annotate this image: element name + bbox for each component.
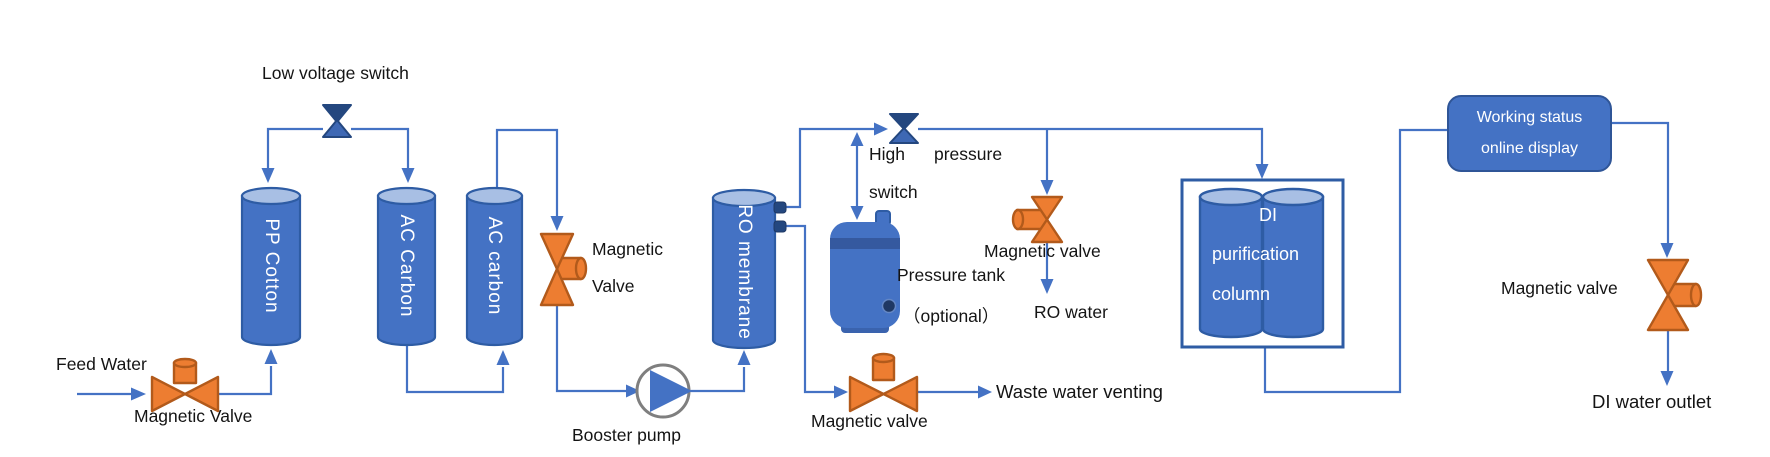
- ac-carbon-2-label: AC carbon: [484, 216, 505, 316]
- ac-carbon-column-2: [465, 186, 524, 347]
- tank-drain-port: [881, 298, 897, 314]
- feed-magnetic-valve: [150, 357, 220, 413]
- di-column-label-line2: purification: [1212, 244, 1300, 264]
- waste-water-venting-label: Waste water venting: [996, 381, 1163, 402]
- di-column-label-line1: DI: [1259, 205, 1277, 225]
- arrow-di-outlet: [1660, 371, 1674, 386]
- feed-valve-label: Magnetic Valve: [134, 406, 253, 426]
- ro-bottom-port: [773, 220, 787, 233]
- pipe-low-voltage-right: [351, 127, 410, 170]
- working-status-display: Working status online display: [1447, 95, 1612, 172]
- arrow-into-hp-switch: [874, 122, 888, 136]
- arrow-into-ro-valve: [1040, 180, 1054, 195]
- pressure-tank-label: Pressure tank: [897, 265, 1005, 285]
- booster-pump: [635, 363, 692, 419]
- pipe-display-to-outlet-valve: [1612, 121, 1670, 245]
- arrow-into-waste-valve: [834, 385, 848, 399]
- pipe-di-box-to-display: [1263, 128, 1447, 394]
- working-status-line1: Working status: [1476, 109, 1583, 127]
- arrow-ro-water: [1040, 279, 1054, 294]
- tank-band: [830, 238, 900, 249]
- arrow-into-pump: [626, 384, 640, 398]
- arrow-into-ac2: [496, 350, 510, 365]
- high-pressure-label-word3: switch: [869, 182, 918, 202]
- pipes: [77, 121, 1670, 396]
- arrowheads: [131, 122, 1674, 401]
- pipe-ro-port-to-hp-switch: [786, 127, 874, 209]
- ro-membrane-label: RO membrane: [734, 204, 755, 340]
- boost-valve-label-line1: Magnetic: [592, 239, 664, 259]
- pipe-ac1-to-ac2: [405, 345, 505, 394]
- boost-magnetic-valve: [539, 232, 588, 307]
- ro-top-port: [773, 201, 787, 214]
- pump-impeller-icon: [650, 370, 692, 412]
- arrow-tank-up: [850, 132, 864, 146]
- pp-cotton-label: PP Cotton: [261, 218, 282, 314]
- low-voltage-switch-valve: [322, 104, 352, 138]
- ac-carbon-1-label: AC Carbon: [396, 214, 417, 318]
- high-pressure-label-word2: pressure: [934, 144, 1003, 164]
- outlet-valve-label: Magnetic valve: [1501, 278, 1618, 298]
- feed-water-label: Feed Water: [56, 354, 147, 374]
- arrow-tank-down: [850, 206, 864, 220]
- working-status-line2: online display: [1481, 139, 1578, 157]
- di-column-label-line3: column: [1212, 284, 1271, 304]
- boost-valve-label-line2: Valve: [592, 276, 635, 296]
- pipe-ro-port-to-waste-valve: [786, 224, 836, 394]
- di-cylinder-right: [1261, 187, 1325, 339]
- arrow-into-di-box: [1255, 164, 1269, 179]
- high-pressure-switch-valve: [889, 113, 919, 144]
- ro-membrane-column: [711, 188, 787, 350]
- arrow-into-pp: [264, 349, 278, 364]
- arrow-feed: [131, 387, 146, 401]
- ro-water-label: RO water: [1034, 302, 1108, 322]
- pipe-hp-switch-to-di-box: [918, 127, 1264, 166]
- di-cylinder-left: [1198, 187, 1264, 339]
- high-pressure-label-word1: High: [869, 144, 905, 164]
- low-voltage-switch-label: Low voltage switch: [262, 63, 409, 83]
- pipe-low-voltage-left: [266, 127, 323, 170]
- pipe-ac2-to-boost-valve: [495, 128, 559, 216]
- booster-pump-label: Booster pump: [572, 425, 681, 445]
- pp-cotton-column: [240, 186, 302, 347]
- ac-carbon-column-1: [376, 186, 437, 347]
- waste-valve-label: Magnetic valve: [811, 411, 928, 431]
- ro-valve-label: Magnetic valve: [984, 241, 1101, 261]
- arrow-into-ro: [737, 350, 751, 365]
- arrow-lv-left: [261, 168, 275, 183]
- di-water-outlet-label: DI water outlet: [1592, 391, 1712, 412]
- pressure-tank: [830, 210, 900, 333]
- pipe-feed-valve-to-pp: [218, 366, 273, 396]
- arrow-lv-right: [401, 168, 415, 183]
- arrow-into-boost-valve: [550, 216, 564, 231]
- waste-magnetic-valve: [848, 352, 919, 413]
- ro-magnetic-valve: [1011, 195, 1064, 244]
- pipe-boost-valve-to-pump: [555, 305, 628, 393]
- arrow-waste-out: [978, 385, 992, 399]
- arrow-into-outlet-valve: [1660, 243, 1674, 258]
- pipe-pump-to-ro: [689, 367, 746, 393]
- pressure-tank-optional-label: （optional）: [903, 306, 1000, 326]
- outlet-magnetic-valve: [1646, 258, 1703, 332]
